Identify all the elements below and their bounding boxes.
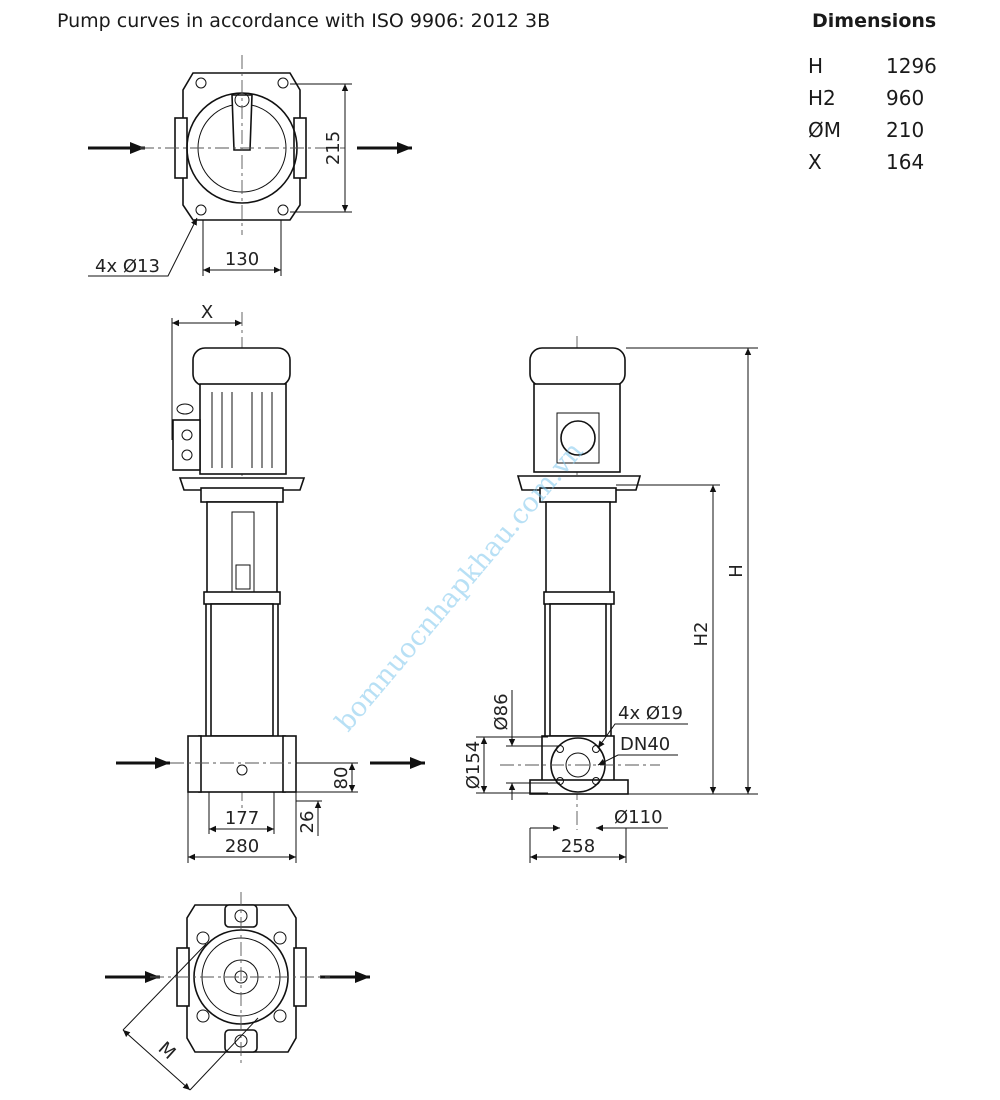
dimension-row-x: X 164 bbox=[808, 150, 937, 182]
dim-x-label: X bbox=[201, 302, 213, 323]
motor-body bbox=[199, 383, 287, 475]
dimensions-title: Dimensions bbox=[812, 10, 937, 32]
dim-215-label: 215 bbox=[323, 131, 344, 165]
bolt-holes-label: 4x Ø13 bbox=[95, 256, 160, 277]
motor-flange-lugs bbox=[516, 475, 642, 491]
dimension-value: 1296 bbox=[886, 54, 937, 78]
dim-280-label: 280 bbox=[225, 836, 259, 857]
dim-258-label: 258 bbox=[561, 836, 595, 857]
inlet-flange-front bbox=[187, 735, 202, 793]
dim-phi86-label: Ø86 bbox=[491, 693, 512, 730]
dimension-row-h: H 1296 bbox=[808, 54, 937, 86]
dim-177-label: 177 bbox=[225, 808, 259, 829]
dimension-key: H2 bbox=[808, 86, 836, 110]
dim-80-label: 80 bbox=[331, 767, 352, 790]
pump-base bbox=[198, 735, 286, 793]
pump-stack bbox=[210, 603, 274, 737]
dim-26-label: 26 bbox=[297, 811, 318, 834]
side-view: H H2 Ø86 Ø154 4x Ø19 DN40 Ø110 258 bbox=[463, 336, 758, 863]
dimension-key: H bbox=[808, 54, 824, 78]
dim-h2-label: H2 bbox=[691, 622, 712, 647]
dim-m-label: M bbox=[154, 1038, 180, 1064]
dimension-key: ØM bbox=[808, 118, 841, 142]
motor-flange-lugs bbox=[178, 477, 306, 491]
dim-phi110-label: Ø110 bbox=[614, 807, 663, 828]
pump-stack bbox=[549, 603, 607, 737]
front-view: X 80 26 bbox=[116, 302, 425, 863]
motor-cap bbox=[529, 347, 626, 387]
dimension-row-m: ØM 210 bbox=[808, 118, 937, 150]
dimension-value: 164 bbox=[886, 150, 925, 174]
dimension-value: 210 bbox=[886, 118, 925, 142]
dn-label: DN40 bbox=[620, 734, 670, 755]
page-title: Pump curves in accordance with ISO 9906:… bbox=[57, 10, 551, 32]
motor-cap bbox=[192, 347, 291, 387]
dimensions-table: H 1296 H2 960 ØM 210 X 164 bbox=[808, 54, 937, 182]
motor-lantern bbox=[545, 501, 611, 595]
bottom-view: M bbox=[105, 892, 370, 1091]
terminal-box bbox=[172, 419, 201, 471]
dimension-key: X bbox=[808, 150, 822, 174]
dimension-row-h2: H2 960 bbox=[808, 86, 937, 118]
outlet-flange-front bbox=[282, 735, 297, 793]
flange-holes-label: 4x Ø19 bbox=[618, 703, 683, 724]
dim-h-label: H bbox=[726, 564, 747, 578]
motor-body bbox=[533, 383, 621, 473]
top-view: 215 130 4x Ø13 bbox=[88, 55, 412, 277]
dim-130-label: 130 bbox=[225, 249, 259, 270]
dimension-value: 960 bbox=[886, 86, 925, 110]
motor-lantern bbox=[206, 501, 278, 595]
dim-phi154-label: Ø154 bbox=[463, 741, 484, 790]
